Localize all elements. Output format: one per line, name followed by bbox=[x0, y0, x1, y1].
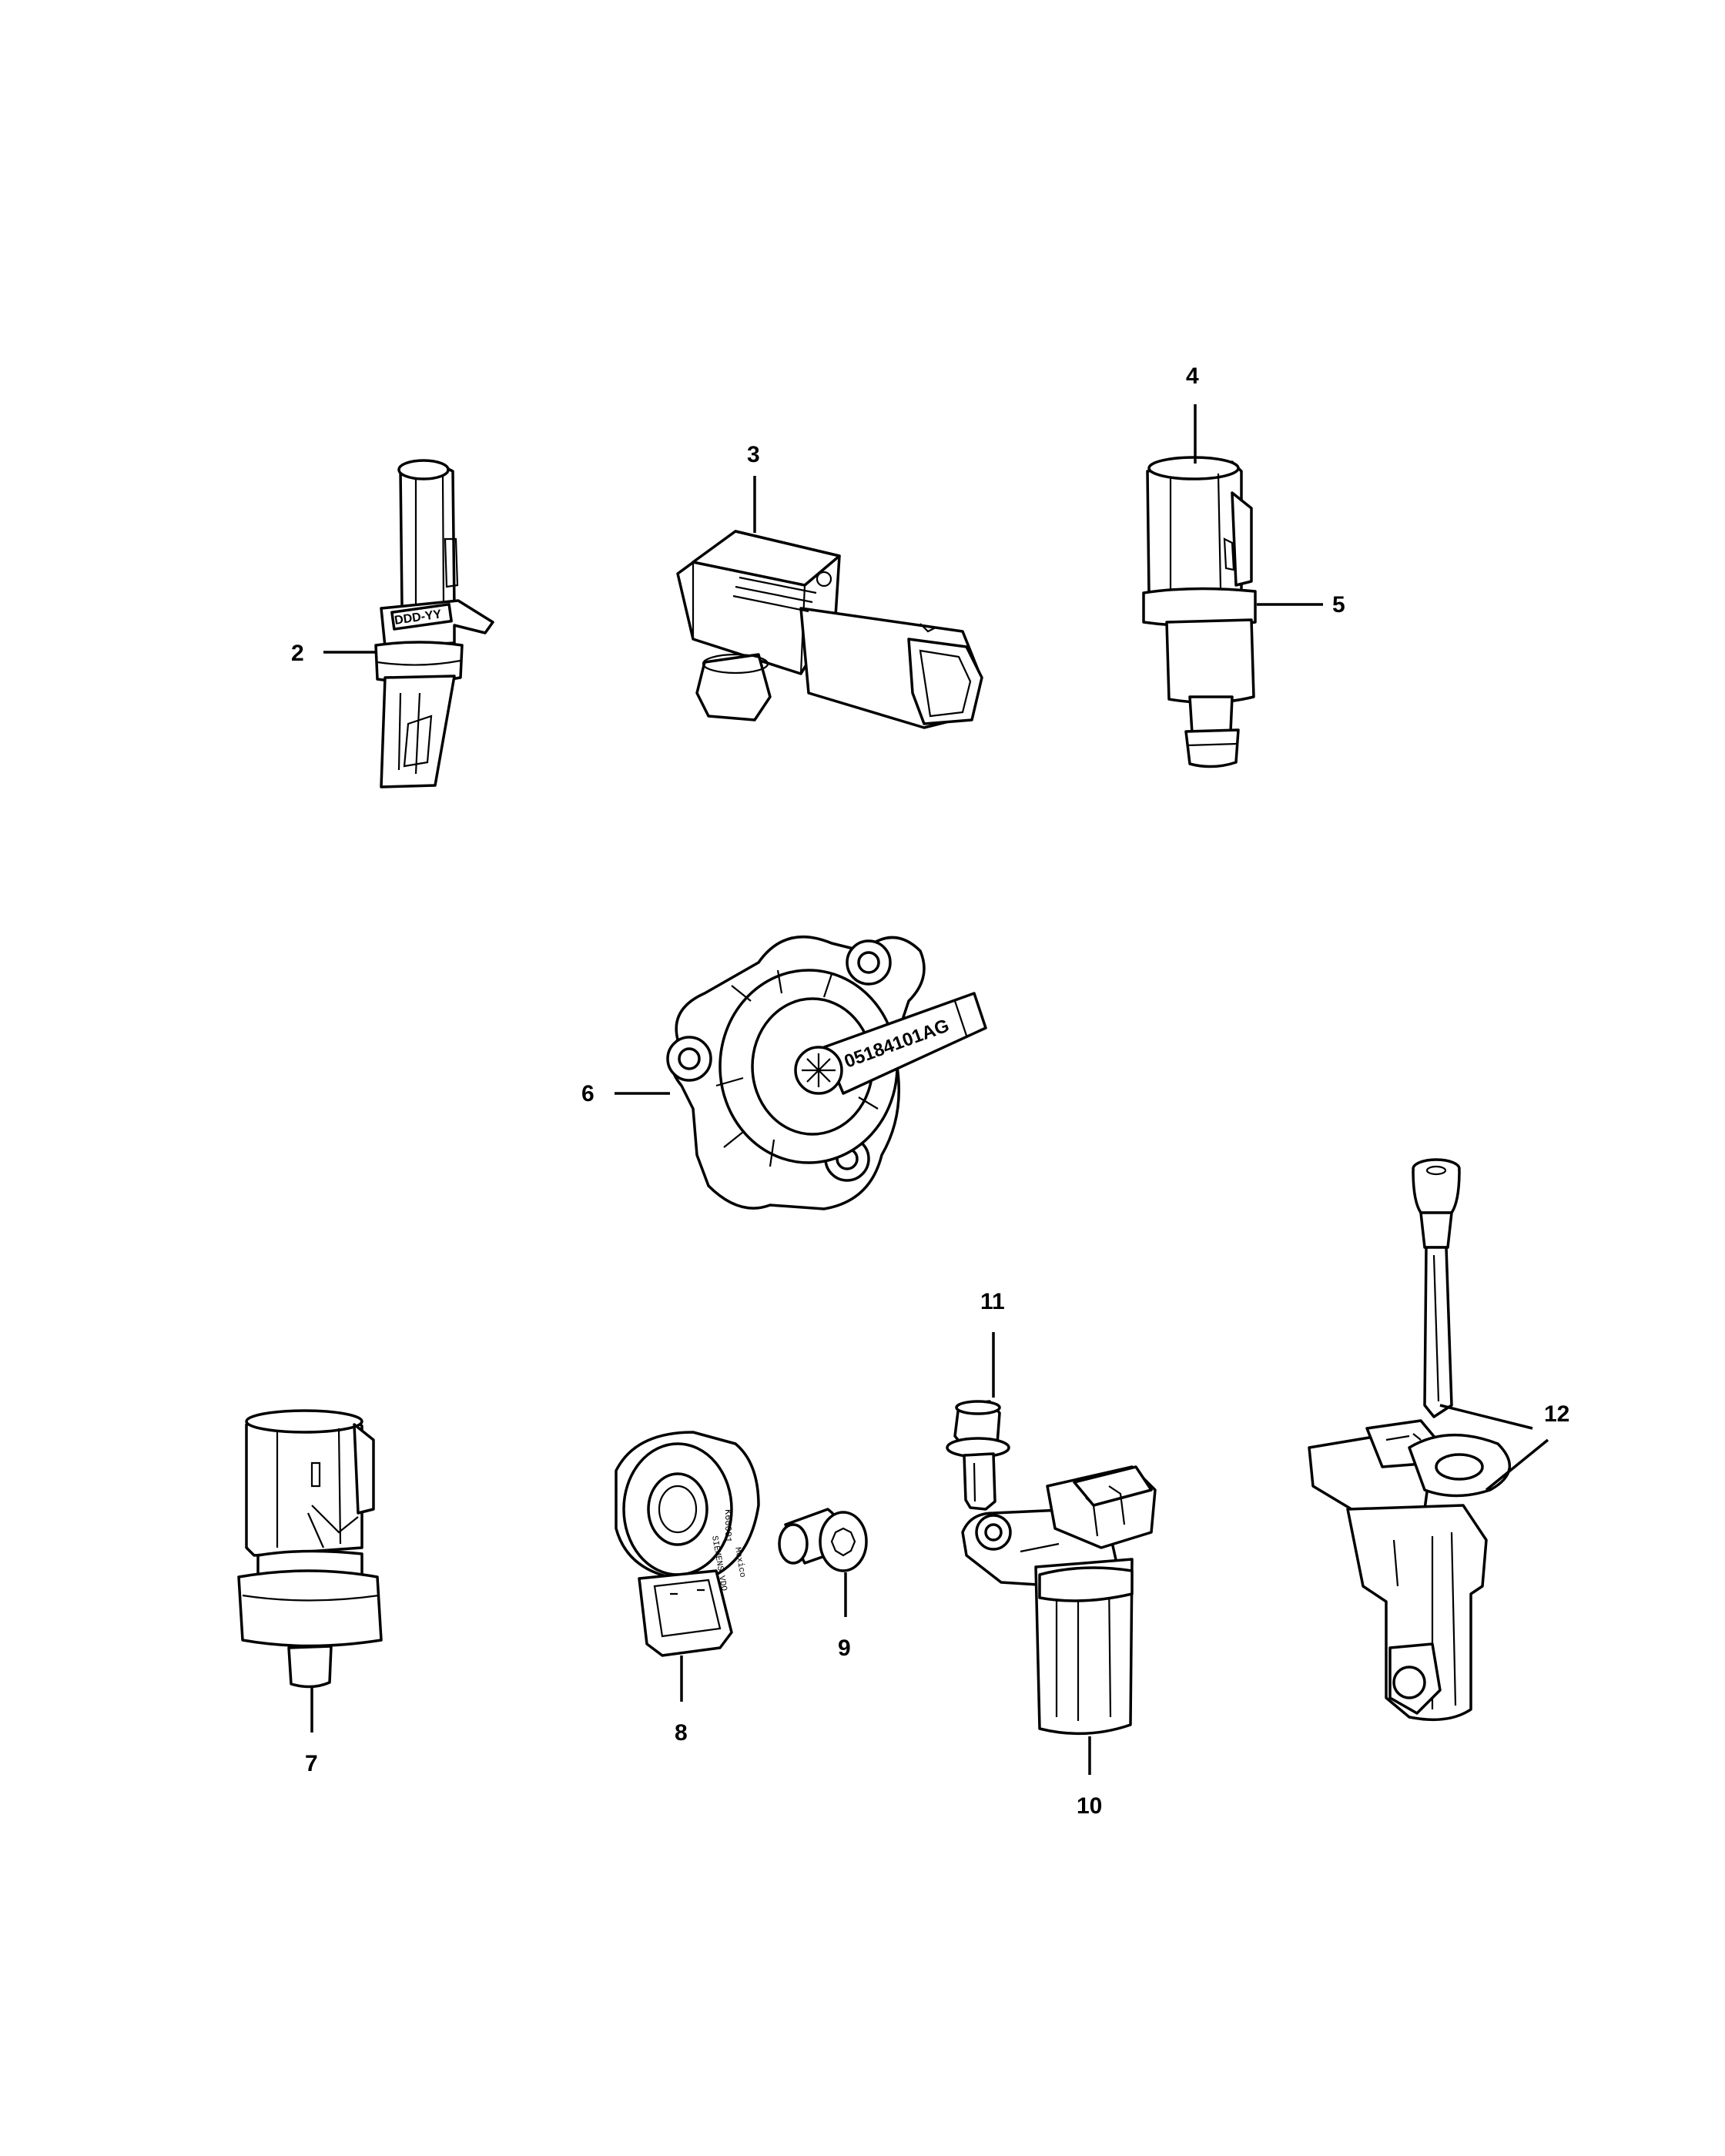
callout-12: 12 bbox=[1544, 1401, 1569, 1427]
part-8-knock-sensor: K60001 SIEMENS VDO Mexico bbox=[615, 1431, 760, 1657]
part-9-torx-screw bbox=[778, 1508, 868, 1572]
callout-4: 4 bbox=[1186, 363, 1199, 389]
part-6-position-sensor: 05184101AG bbox=[666, 935, 987, 1210]
part-4-5-pressure-sensor bbox=[1142, 456, 1257, 768]
sensor-8-label-a: K60001 bbox=[722, 1509, 733, 1542]
callout-8: 8 bbox=[675, 1720, 688, 1746]
part-7-oil-pressure-sensor bbox=[237, 1409, 383, 1689]
callout-5: 5 bbox=[1332, 592, 1345, 618]
callout-6: 6 bbox=[581, 1081, 595, 1106]
part-3-map-sensor bbox=[676, 530, 983, 729]
callout-10: 10 bbox=[1077, 1793, 1102, 1819]
callout-7: 7 bbox=[305, 1751, 318, 1776]
leader-12a bbox=[1439, 1404, 1533, 1430]
callout-9: 9 bbox=[838, 1635, 851, 1661]
callout-3: 3 bbox=[747, 442, 760, 467]
leader-12b bbox=[1485, 1438, 1549, 1491]
sensor-8-label-c: Mexico bbox=[732, 1547, 747, 1578]
part-11-flange-bolt bbox=[946, 1400, 1010, 1511]
callout-2: 2 bbox=[291, 641, 304, 666]
part-12-oil-level-sensor bbox=[1308, 1158, 1511, 1722]
callout-11: 11 bbox=[980, 1289, 1005, 1314]
part-10-crank-sensor bbox=[961, 1465, 1157, 1736]
part-2-temperature-sensor: DDD-YY bbox=[374, 459, 494, 788]
